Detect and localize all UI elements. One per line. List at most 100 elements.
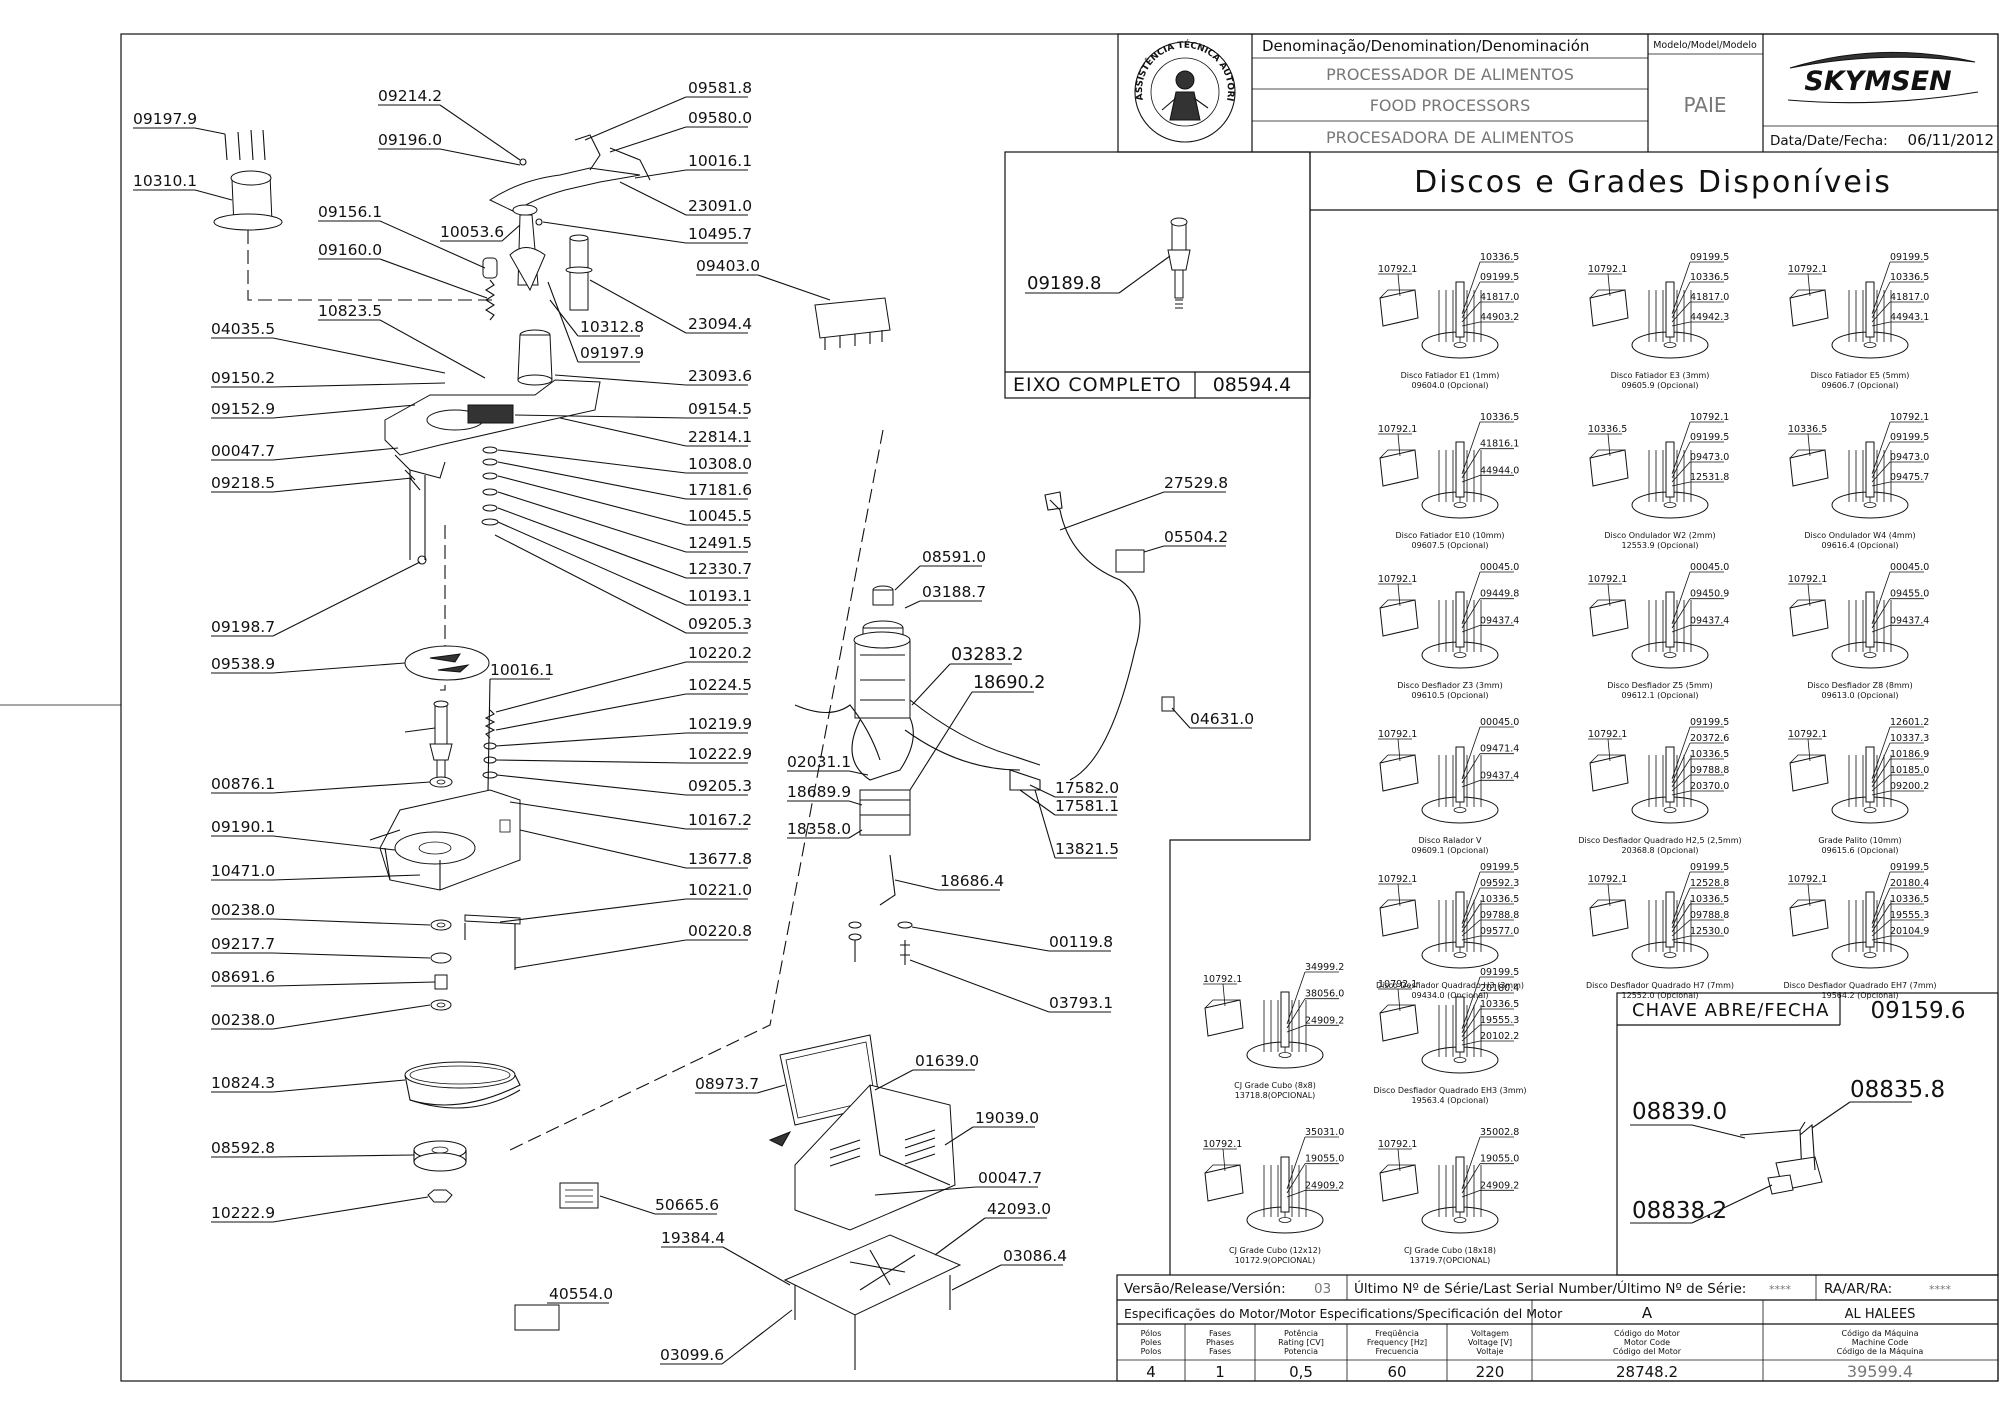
disc-part-code: 10792.1 <box>1378 1139 1417 1150</box>
spec-header: Frequency [Hz] <box>1367 1338 1427 1347</box>
part-code: 05504.2 <box>1164 528 1228 546</box>
disc-part-code: 10792.1 <box>1378 424 1417 435</box>
disc-part-code: 10792.1 <box>1203 974 1242 985</box>
disc-part-code: 41817.0 <box>1690 292 1729 303</box>
disc-part-code: 24909.2 <box>1305 1015 1344 1026</box>
disc-code: 10172.9(OPCIONAL) <box>1235 1256 1316 1265</box>
switch-box-label: CHAVE ABRE/FECHA <box>1632 1000 1829 1021</box>
spec-header: Voltaje <box>1476 1347 1503 1356</box>
part-code: 03099.6 <box>660 1346 724 1364</box>
disc-name: Disco Desfiador Quadrado H7 (7mm) <box>1586 981 1734 990</box>
disc-part-code: 09577.0 <box>1480 926 1519 937</box>
disc-part-code: 09199.5 <box>1890 862 1929 873</box>
disc-part-code: 09200.2 <box>1890 781 1929 792</box>
part-code: 40554.0 <box>549 1285 613 1303</box>
disc-part-code: 09475.7 <box>1890 472 1929 483</box>
product-name-en: FOOD PROCESSORS <box>1370 96 1531 115</box>
part-code: 00876.1 <box>211 775 275 793</box>
spec-header: Polos <box>1141 1347 1162 1356</box>
disc-part-code: 09455.0 <box>1890 589 1929 600</box>
version-value: 03 <box>1314 1281 1331 1297</box>
part-code: 10495.7 <box>688 225 752 243</box>
disc-part-code: 10336.5 <box>1588 424 1627 435</box>
part-code: 10824.3 <box>211 1074 275 1092</box>
part-code: 09205.3 <box>688 615 752 633</box>
disc-name: Disco Fatiador E3 (3mm) <box>1611 371 1710 380</box>
disc-part-code: 20370.0 <box>1690 781 1729 792</box>
disc-part-code: 10792.1 <box>1788 874 1827 885</box>
shaft-box: 09189.8 EIXO COMPLETO 08594.4 <box>1004 151 1311 399</box>
shaft-box-number: 08594.4 <box>1213 374 1292 396</box>
part-code: 10221.0 <box>688 881 752 899</box>
part-code: 10167.2 <box>688 811 752 829</box>
part-code: 09197.9 <box>133 110 197 128</box>
disc-part-code: 10336.5 <box>1480 999 1519 1010</box>
spec-value: 0,5 <box>1289 1363 1313 1381</box>
disc-part-code: 20180.4 <box>1480 983 1519 994</box>
disc-part-code: 09437.4 <box>1690 615 1729 626</box>
base-housing <box>514 1034 962 1370</box>
part-code: 09154.5 <box>688 400 752 418</box>
disc-part-code: 10792.1 <box>1203 1139 1242 1150</box>
part-code: 10222.9 <box>688 745 752 763</box>
disc-code: 09613.0 (Opcional) <box>1822 691 1899 700</box>
disc-part-code: 09199.5 <box>1480 272 1519 283</box>
slicing-disc <box>404 645 490 681</box>
disc-part-code: 09199.5 <box>1690 432 1729 443</box>
spec-header: Fases <box>1209 1329 1231 1338</box>
disc-part-code: 44944.0 <box>1480 465 1519 476</box>
disc-part-code: 10336.5 <box>1480 894 1519 905</box>
disc-part-code: 10337.3 <box>1890 733 1929 744</box>
disc-part-code: 09199.5 <box>1690 862 1729 873</box>
disc-part-code: 20102.2 <box>1480 1031 1519 1042</box>
disc-part-code: 09788.8 <box>1690 765 1729 776</box>
part-code: 13821.5 <box>1055 840 1119 858</box>
disc-part-code: 09592.3 <box>1480 878 1519 889</box>
disc-part-code: 41817.0 <box>1480 292 1519 303</box>
disc-part-code: 09788.8 <box>1480 910 1519 921</box>
serial-value: **** <box>1769 1283 1792 1296</box>
motor-assembly <box>794 491 1175 965</box>
part-code: 17582.0 <box>1055 779 1119 797</box>
disc-part-code: 10792.1 <box>1378 874 1417 885</box>
disc-part-code: 00045.0 <box>1480 562 1519 573</box>
disc-part-code: 10336.5 <box>1690 272 1729 283</box>
disc-part-code: 44942.3 <box>1690 312 1729 323</box>
center-line-2 <box>440 525 446 691</box>
part-code: 10308.0 <box>688 455 752 473</box>
spec-header: Poles <box>1141 1338 1162 1347</box>
disc-code: 09605.9 (Opcional) <box>1622 381 1699 390</box>
svg-text:ASSISTÊNCIA TÉCNICA AUTORIZADA: ASSISTÊNCIA TÉCNICA AUTORIZADA <box>0 0 1235 102</box>
part-code: 19039.0 <box>975 1109 1039 1127</box>
disc-part-code: 10792.1 <box>1788 574 1827 585</box>
disc-part-code: 12530.0 <box>1690 926 1729 937</box>
date-value: 06/11/2012 <box>1908 131 1994 149</box>
brand-name: SKYMSEN <box>1804 66 1952 97</box>
main-labels: 09197.9 10310.1 09214.2 09196.0 09156.1 … <box>133 79 1254 1365</box>
disc-part-code: 09788.8 <box>1690 910 1729 921</box>
part-code: 09150.2 <box>211 369 275 387</box>
product-name-es: PROCESADORA DE ALIMENTOS <box>1326 128 1574 147</box>
disc-item: 10336.510792.109199.509473.009475.7Disco… <box>1788 412 1929 550</box>
spec-value: 4 <box>1146 1363 1156 1381</box>
part-code: 12491.5 <box>688 534 752 552</box>
spec-value: 220 <box>1476 1363 1505 1381</box>
part-code: 00047.7 <box>211 442 275 460</box>
disc-name: Grade Palito (10mm) <box>1818 836 1901 845</box>
nut <box>427 1189 453 1203</box>
seal-text: ASSISTÊNCIA TÉCNICA AUTORIZADA <box>0 0 1235 102</box>
disc-name: Disco Desfiador Quadrado EH7 (7mm) <box>1783 981 1936 990</box>
part-code: 10823.5 <box>318 302 382 320</box>
part-code: 08973.7 <box>695 1075 759 1093</box>
part-code: 22814.1 <box>688 428 752 446</box>
part-code: 10053.6 <box>440 223 504 241</box>
disc-part-code: 10792.1 <box>1378 264 1417 275</box>
part-code: 18690.2 <box>973 673 1045 693</box>
part-code: 09152.9 <box>211 400 275 418</box>
